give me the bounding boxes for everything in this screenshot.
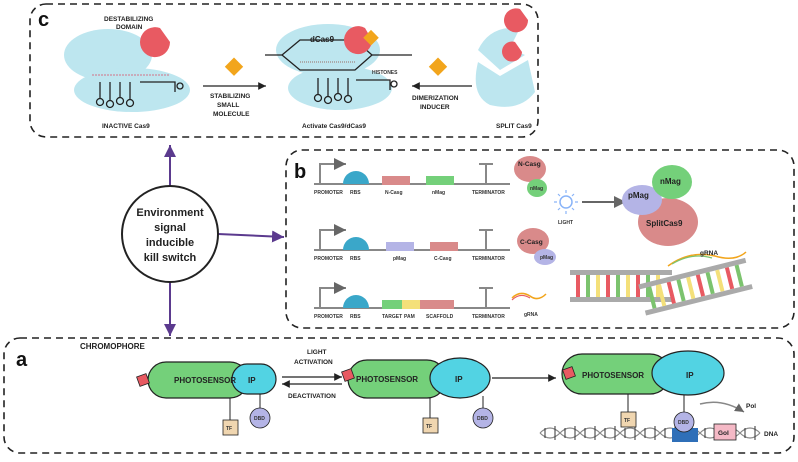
destabilizing-label-1: DESTABILIZING — [104, 16, 153, 23]
grna-small-label: gRNA — [524, 312, 538, 318]
r1-terminator: TERMINATOR — [472, 190, 505, 196]
light-activation-1: LIGHT — [307, 349, 327, 356]
tf-label-3: TF — [624, 418, 630, 424]
r1-rbs: RBS — [350, 190, 361, 196]
construct-row-2: PROMOTER RBS pMag C-Casg TERMINATOR — [314, 224, 510, 262]
r1-nmag: nMag — [432, 190, 445, 196]
construct-row-3: PROMOTER RBS TARGET PAM SCAFFOLD TERMINA… — [314, 282, 510, 320]
stabilizing-label-1: STABILIZING — [210, 93, 250, 100]
r2-ccasg: C-Casg — [434, 256, 452, 262]
photosensor-label-2: PHOTOSENSOR — [356, 375, 418, 384]
histones-label: HISTONES — [372, 70, 398, 76]
tf-label-1: TF — [226, 426, 232, 432]
r3-promoter: PROMOTER — [314, 314, 343, 320]
photosensor-label-3: PHOTOSENSOR — [582, 371, 644, 380]
r1-promoter: PROMOTER — [314, 190, 343, 196]
ip-label-2: IP — [455, 375, 463, 384]
r3-rbs: RBS — [350, 314, 361, 320]
dna-ladder — [570, 257, 753, 316]
chromophore-square-2 — [341, 368, 355, 382]
dbd-label-2: DBD — [477, 416, 488, 422]
nmag-blob-label: nMag — [530, 186, 543, 192]
deactivation-label: DEACTIVATION — [288, 393, 336, 400]
panel-c-letter: c — [38, 9, 49, 31]
kill-switch-circle — [121, 185, 219, 283]
sensor-inactive: PHOTOSENSOR IP TF DBD — [136, 361, 277, 436]
light-label: LIGHT — [558, 220, 573, 226]
ip-label-1: IP — [248, 376, 256, 385]
center-line-1: Environment — [136, 207, 204, 219]
pmag-blob-label: pMag — [540, 255, 553, 261]
dcas9-label: dCas9 — [310, 35, 335, 44]
grna-small: gRNA — [511, 292, 547, 318]
stabilizing-label-3: MOLECULE — [213, 111, 250, 118]
dna-label: DNA — [764, 431, 778, 438]
dbd-label-1: DBD — [254, 416, 265, 422]
r3-pam: PAM — [404, 314, 415, 320]
panel-a: a CHROMOPHORE PHOTOSENSOR IP TF DBD LIGH… — [3, 337, 795, 454]
destabilizing-label-2: DOMAIN — [116, 24, 143, 31]
ip-label-3: IP — [686, 371, 694, 380]
dimerization-inducer-icon — [428, 57, 448, 76]
grna-right-label: gRNA — [700, 250, 718, 257]
split-cas9-label: SPLIT Cas9 — [496, 123, 532, 130]
split-red-top — [504, 8, 529, 33]
active-red-domain — [344, 26, 373, 55]
split-red-bottom — [502, 41, 522, 62]
pol-label: Pol — [746, 403, 756, 410]
dbd-binding-box — [672, 428, 698, 442]
destabilizing-domain-shape — [140, 27, 171, 58]
stabilizing-label-2: SMALL — [217, 102, 239, 109]
active-cas9-group: dCas9 HISTONES Activate Cas9/dCas9 — [265, 24, 412, 130]
dimerization-label-2: INDUCER — [420, 104, 450, 111]
tf-label-2: TF — [426, 424, 432, 430]
construct-row-1: PROMOTER RBS N-Casg nMag TERMINATOR — [314, 158, 510, 196]
dimerization-group: DIMERIZATION INDUCER — [412, 57, 472, 111]
chromophore-square-3 — [562, 366, 576, 380]
complex-pmag-label: pMag — [628, 191, 649, 200]
activation-arrows: LIGHT ACTIVATION DEACTIVATION — [282, 349, 342, 400]
r2-terminator: TERMINATOR — [472, 256, 505, 262]
inactive-cas9-label: INACTIVE Cas9 — [102, 123, 150, 130]
goi-label: GoI — [718, 430, 729, 437]
panel-b: b PROMOTER RBS N-Casg nMag TERMINATOR PR… — [285, 149, 795, 329]
r2-rbs: RBS — [350, 256, 361, 262]
ccasg-pmag-blob: C-Casg pMag — [517, 228, 556, 265]
center-line-2: signal — [154, 222, 186, 234]
chromophore-label: CHROMOPHORE — [80, 342, 146, 351]
dimerization-label-1: DIMERIZATION — [412, 95, 459, 102]
stabilizing-molecule-icon — [224, 57, 244, 76]
ccasg-blob-label: C-Casg — [520, 239, 543, 246]
r2-pmag: pMag — [393, 256, 406, 262]
dbd-label-3: DBD — [678, 420, 689, 426]
ncasg-nmag-blob: N-Casg nMag — [514, 156, 547, 197]
center-line-3: inducible — [146, 237, 194, 249]
active-cas9-label: Activate Cas9/dCas9 — [302, 123, 366, 130]
center-line-4: kill switch — [144, 252, 197, 264]
grna-right: gRNA — [667, 250, 747, 267]
panel-c: c DESTABILIZING DOMAIN INACTIVE Cas9 STA… — [29, 3, 539, 138]
light-activation-2: ACTIVATION — [294, 359, 333, 366]
sensor-active: PHOTOSENSOR IP TF DBD — [341, 357, 556, 434]
sensor-bound: PHOTOSENSOR IP TF DBD Pol GoI DNA — [539, 350, 778, 442]
r3-scaffold: SCAFFOLD — [426, 314, 454, 320]
center-node: Environment signal inducible kill switch — [121, 145, 285, 336]
inactive-cas9-group: DESTABILIZING DOMAIN INACTIVE Cas9 — [64, 16, 190, 130]
stabilizing-group: STABILIZING SMALL MOLECULE — [203, 57, 266, 118]
complex-split-label: SplitCas9 — [646, 219, 683, 228]
light-icon: LIGHT — [554, 190, 626, 226]
split-cas9-group: SPLIT Cas9 — [475, 8, 535, 130]
panel-b-letter: b — [294, 161, 306, 183]
r3-target: TARGET — [382, 314, 402, 320]
r1-ncasg: N-Casg — [385, 190, 403, 196]
chromophore-square-1 — [136, 373, 150, 387]
r3-terminator: TERMINATOR — [472, 314, 505, 320]
panel-a-letter: a — [16, 349, 28, 371]
ncasg-blob-label: N-Casg — [518, 161, 541, 168]
r2-promoter: PROMOTER — [314, 256, 343, 262]
photosensor-label-1: PHOTOSENSOR — [174, 376, 236, 385]
splitcas9-complex: pMag nMag SplitCas9 — [622, 165, 698, 246]
complex-nmag-label: nMag — [660, 177, 681, 186]
